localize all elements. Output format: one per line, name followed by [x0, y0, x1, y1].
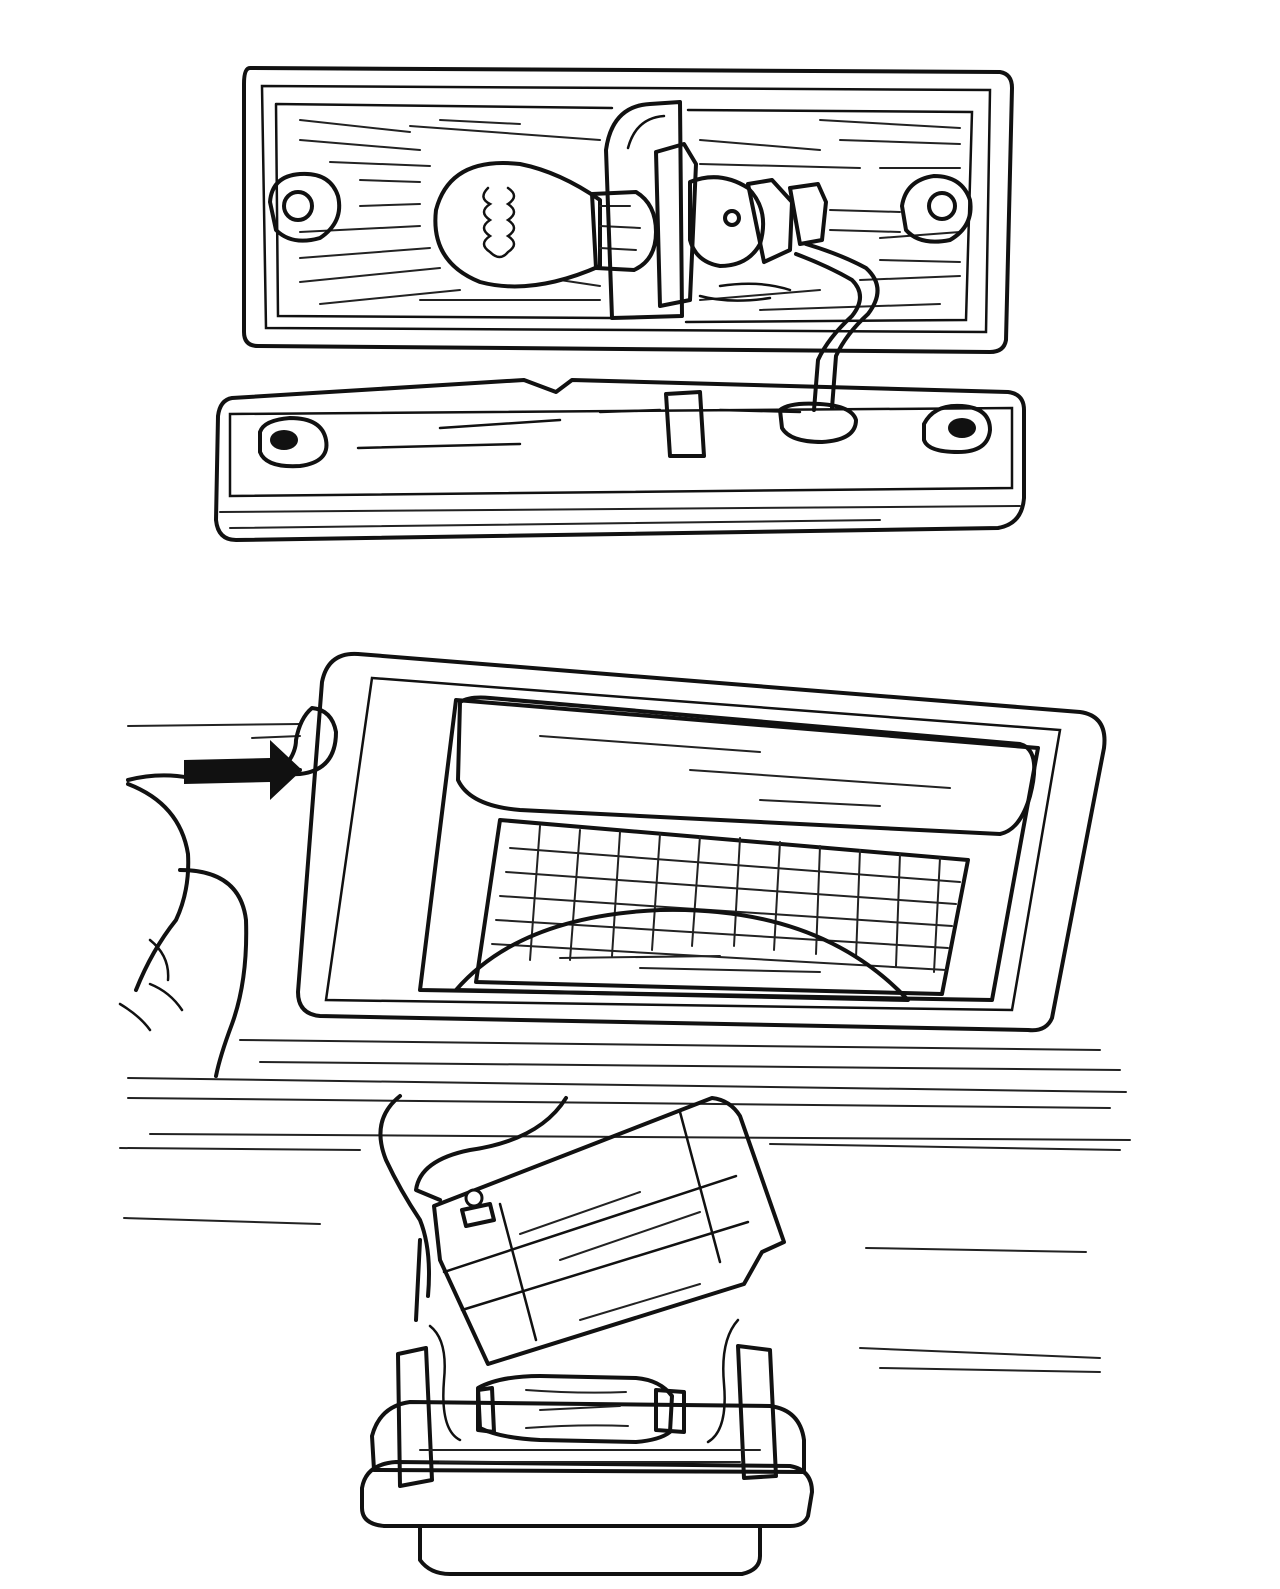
mounting-hole-icon [258, 416, 329, 469]
license-lamp-figure [0, 620, 1280, 1589]
base [214, 378, 1026, 542]
license-lamp-drawing [118, 651, 1131, 1576]
lens-grid [491, 825, 961, 973]
tail-lamp-figure [0, 0, 1280, 580]
arrow-right-icon [184, 740, 302, 800]
bulb-socket [604, 100, 828, 320]
wiring-harness [698, 242, 880, 412]
lamp-base [360, 1318, 814, 1576]
wire [378, 1094, 568, 1322]
body-panel-lines [119, 723, 1131, 1373]
lamp-unit-lens [432, 1096, 786, 1366]
bulb-icon [433, 161, 658, 289]
mounting-hole-icon [268, 171, 342, 243]
mounting-hole-icon [900, 174, 973, 244]
mounting-hole-icon [922, 403, 992, 454]
lamp-housing [296, 651, 1107, 1033]
tail-lamp-drawing [214, 66, 1026, 542]
